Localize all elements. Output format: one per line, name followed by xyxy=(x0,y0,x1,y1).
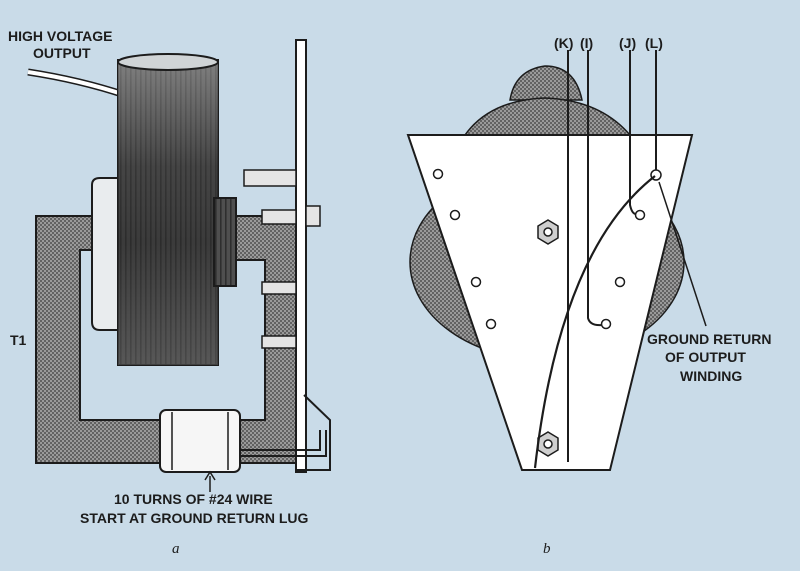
lower-nut-bore xyxy=(543,439,553,449)
ground-return-leader xyxy=(658,181,707,327)
ground-return-label-line2: OF OUTPUT xyxy=(665,349,746,365)
standoff-lower xyxy=(261,335,297,349)
pin-label-k: (K) xyxy=(554,35,573,51)
hv-output-label-line1: HIGH VOLTAGE xyxy=(8,28,112,44)
pin-label-l: (L) xyxy=(645,35,663,51)
pin-i-wire xyxy=(587,50,603,327)
plate-hole xyxy=(432,168,444,180)
ground-return-label-line3: WINDING xyxy=(680,368,742,384)
turns-label-line2: START AT GROUND RETURN LUG xyxy=(80,510,308,526)
hv-lead xyxy=(27,70,126,97)
hv-output-label-line2: OUTPUT xyxy=(33,45,91,61)
turns-label-line1: 10 TURNS OF #24 WIRE xyxy=(114,491,273,507)
figure-a: HIGH VOLTAGE OUTPUT T1 10 TURNS OF #24 W… xyxy=(8,28,331,557)
ground-return-label-line1: GROUND RETURN xyxy=(647,331,771,347)
pin-label-i: (I) xyxy=(580,35,593,51)
cap-shoulder xyxy=(463,97,632,136)
mounting-nut xyxy=(305,205,321,227)
standoff-mid xyxy=(261,281,297,295)
pin-i-hole xyxy=(600,318,612,330)
plate-hole xyxy=(449,209,461,221)
primary-lead-wire-2 xyxy=(240,430,327,457)
pin-label-j: (J) xyxy=(619,35,636,51)
ground-return-wire xyxy=(533,175,656,469)
pin-j-hole xyxy=(634,209,646,221)
plate-hole xyxy=(470,276,482,288)
terminal-plate xyxy=(406,134,694,471)
output-winding-shade xyxy=(118,60,218,365)
primary-lead-wire xyxy=(240,430,321,451)
standoff-upper xyxy=(261,209,297,225)
plate-hole xyxy=(614,276,626,288)
upper-nut-bore xyxy=(543,227,553,237)
winding-top xyxy=(117,53,219,71)
mounting-plate xyxy=(295,39,307,473)
drum-flange-right xyxy=(213,197,237,287)
caption-a: a xyxy=(172,541,180,557)
cap-dome xyxy=(509,65,583,101)
t1-label: T1 xyxy=(10,332,27,348)
caption-b: b xyxy=(543,541,551,557)
pin-j-wire xyxy=(629,50,637,215)
plate-hole xyxy=(485,318,497,330)
primary-coil xyxy=(159,409,241,473)
figure-b: (K) (I) (J) (L) GROUND RETURN OF OUTPUT … xyxy=(406,35,771,557)
ground-return-lug xyxy=(296,394,331,471)
turns-arrowhead xyxy=(204,470,216,481)
standoff-top xyxy=(243,169,297,187)
